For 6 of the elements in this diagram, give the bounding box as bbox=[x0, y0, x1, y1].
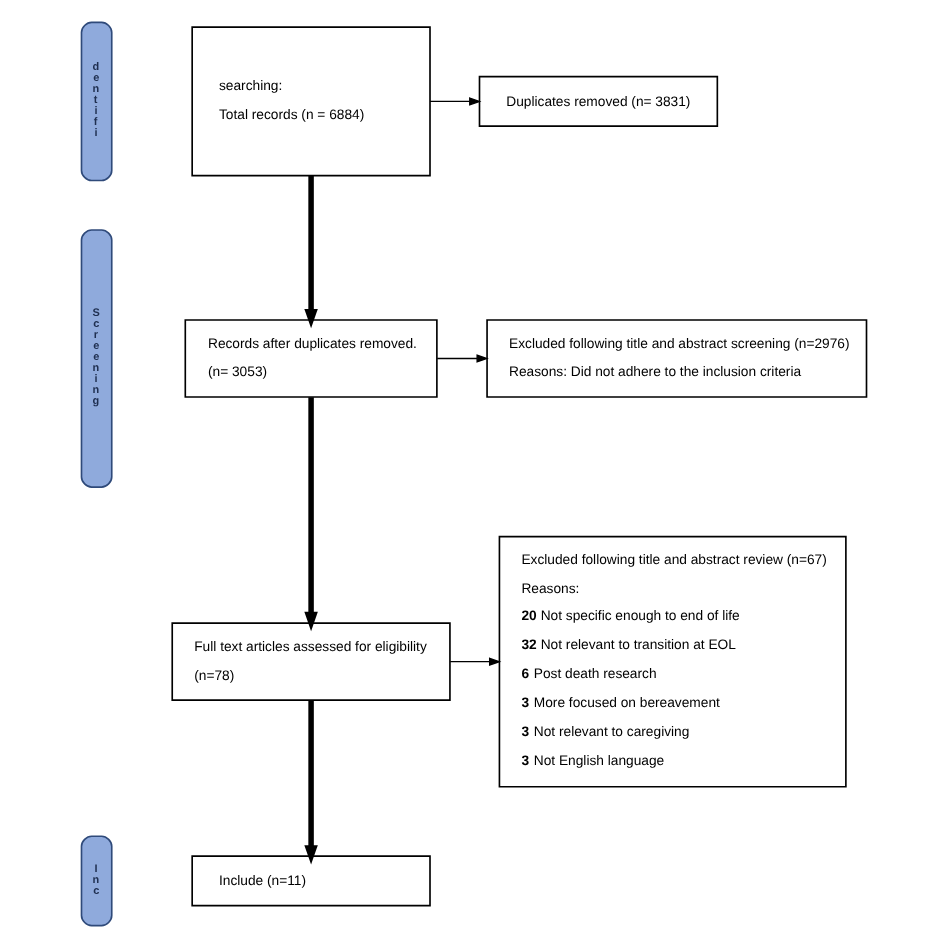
arrow bbox=[449, 657, 502, 666]
arrow bbox=[436, 354, 489, 363]
arrow bbox=[304, 175, 318, 329]
arrow bbox=[304, 397, 318, 632]
arrow bbox=[304, 700, 318, 865]
arrow bbox=[429, 97, 482, 106]
